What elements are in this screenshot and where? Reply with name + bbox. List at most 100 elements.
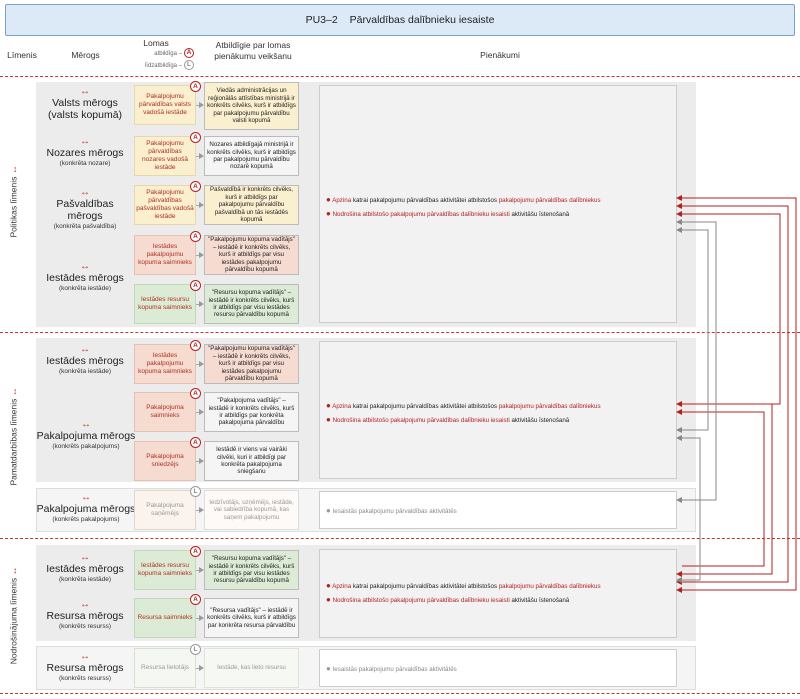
resp-inst-service-core: "Pakalpojumu kopuma vadītājs" – iestādē … xyxy=(204,344,299,384)
duty-participate: ● Iesaistās pakalpojumu pārvaldības akti… xyxy=(326,662,457,676)
feedback-arrow-icon xyxy=(676,203,682,209)
feedback-arrow-icon xyxy=(676,587,682,593)
feedback-arrow-icon xyxy=(676,401,682,407)
scope-arrow-icon: ↔ xyxy=(81,492,91,503)
connector-arrow-icon xyxy=(199,507,204,513)
resp-resource-user: Iestāde, kas lieto resursu xyxy=(204,648,299,688)
scope-service-title: Pakalpojuma mērogs xyxy=(36,430,136,442)
scope-arrow-icon: ↔ xyxy=(80,651,90,662)
feedback-loop-red xyxy=(682,213,781,405)
role-label: Pakalpojuma saimnieks xyxy=(146,403,184,419)
bullet-icon: ● xyxy=(326,581,331,590)
scope-service-sub: (konkrēts pakalpojums) xyxy=(52,443,120,450)
level-support: Nodrošinājuma līmenis ↔ xyxy=(9,563,20,667)
duty-highlight: pakalpojumu pārvaldības dalībniekus xyxy=(498,403,601,410)
scope-arrow-icon: ↔ xyxy=(80,261,90,272)
scope-resource-title: Resursa mērogs xyxy=(46,610,124,622)
separator-core-support xyxy=(0,538,800,539)
duty-text: Iesaistās pakalpojumu pārvaldības aktivi… xyxy=(332,666,457,673)
level-arrow-icon: ↔ xyxy=(8,165,19,175)
duty-highlight: Nodrošina atbilstošo pakalpojumu pārvald… xyxy=(332,597,510,604)
scope-institution-sub: (konkrēta iestāde) xyxy=(58,285,112,292)
roles-legend: atbildīga –A līdzatbildīga –L xyxy=(106,48,194,72)
duty-text: aktivitāšu īstenošanā xyxy=(511,597,570,604)
resp-service-provider: Iestādē ir viens vai vairāki cilvēki, ku… xyxy=(204,441,299,481)
scope-service-recipient: ↔ Pakalpojuma mērogs (konkrēts pakalpoju… xyxy=(36,493,136,525)
responsible-badge-icon: A xyxy=(190,340,201,351)
page-title: PU3–2 Pārvaldības dalībnieku iesaiste xyxy=(5,4,795,36)
feedback-arrow-icon xyxy=(676,211,682,217)
level-core: Pamatdarbības līmenis ↔ xyxy=(9,384,20,488)
bullet-icon: ● xyxy=(326,415,331,424)
duty-highlight: Nodrošina atbilstošo pakalpojumu pārvald… xyxy=(332,211,510,218)
duties-recipient: ● Iesaistās pakalpojumu pārvaldības akti… xyxy=(319,491,677,529)
feedback-arrow-icon xyxy=(676,571,682,577)
connector-arrow-icon xyxy=(199,665,204,671)
coresponsible-badge-icon: L xyxy=(184,60,194,71)
resp-service-recipient: Iedzīvotājs, uzņēmējs, iestāde, vai sabi… xyxy=(204,490,299,530)
role-label: Resursa lietotājs xyxy=(140,663,190,671)
role-label: Iestādes resursu kopuma saimnieks xyxy=(138,295,192,311)
connector-arrow-icon xyxy=(199,153,204,159)
connector-arrow-icon xyxy=(199,567,204,573)
scope-arrow-icon: ↔ xyxy=(80,187,90,198)
responsible-badge-icon: A xyxy=(190,132,201,143)
duties-support: ● Apzina katrai pakalpojumu pārvaldības … xyxy=(319,549,677,638)
scope-institution-sub: (konkrēta iestāde) xyxy=(58,576,112,583)
resp-inst-resource-support: "Resursu kopuma vadītājs" – iestādē ir k… xyxy=(204,550,299,590)
connector-arrow-icon xyxy=(199,102,204,108)
responsible-badge-icon: A xyxy=(190,181,201,192)
duty-identify: ● Apzina katrai pakalpojumu pārvaldības … xyxy=(326,399,601,413)
duties-policy-list: ● Apzina katrai pakalpojumu pārvaldības … xyxy=(326,193,601,221)
resp-text: Iestādē ir viens vai vairāki cilvēki, ku… xyxy=(216,446,287,476)
responsible-badge-icon: A xyxy=(190,280,201,291)
separator-bottom xyxy=(0,693,800,694)
duty-text: katrai pakalpojumu pārvaldības aktivitāt… xyxy=(352,583,497,590)
scope-resource-sub: (konkrēts resurss) xyxy=(58,675,111,682)
duties-core: ● Apzina katrai pakalpojumu pārvaldības … xyxy=(319,341,677,479)
responsible-badge-icon: A xyxy=(190,594,201,605)
duty-text: Iesaistās pakalpojumu pārvaldības aktivi… xyxy=(332,508,457,515)
scope-sector-sub: (konkrēta nozare) xyxy=(59,160,111,167)
duty-highlight: Nodrošina atbilstošo pakalpojumu pārvald… xyxy=(332,417,510,424)
legend-responsible: atbildīga – xyxy=(154,51,182,57)
connector-arrow-icon xyxy=(199,409,204,415)
resp-inst-resource: "Resursu kopuma vadītājs" – iestādē ir k… xyxy=(204,284,299,324)
scope-arrow-icon: ↔ xyxy=(80,344,90,355)
resp-municipality: Pašvaldībā ir konkrēts cilvēks, kurš ir … xyxy=(204,185,299,225)
feedback-loop-grey xyxy=(682,221,717,501)
role-label: Pakalpojumu pārvaldības valsts vadošā ie… xyxy=(138,92,192,117)
duties-policy: ● Apzina katrai pakalpojumu pārvaldības … xyxy=(319,85,677,323)
feedback-arrow-icon xyxy=(676,195,682,201)
role-service-recipient: Pakalpojuma saņēmējs xyxy=(134,490,196,530)
role-inst-service-owner: Iestādes pakalpojumu kopuma saimnieks xyxy=(134,235,196,275)
responsible-badge-icon: A xyxy=(190,437,201,448)
scope-arrow-icon: ↔ xyxy=(80,552,90,563)
responsible-badge-icon: A xyxy=(184,48,194,59)
scope-arrow-icon: ↔ xyxy=(80,136,90,147)
connector-arrow-icon xyxy=(199,252,204,258)
header-responsible: Atbildīgie par lomas pienākumu veikšanu xyxy=(214,40,292,61)
role-sector-authority: Pakalpojumu pārvaldības nozares vadošā i… xyxy=(134,136,196,176)
duty-verb: Apzina xyxy=(332,583,352,590)
role-resource-owner: Resursa saimnieks xyxy=(134,598,196,638)
coresponsible-badge-icon: L xyxy=(190,644,201,655)
scope-institution-core: ↔ Iestādes mērogs (konkrēta iestāde) xyxy=(40,345,130,377)
level-core-label: Pamatdarbības līmenis xyxy=(8,398,19,486)
separator-top xyxy=(0,76,800,77)
level-policy: Politikas līmenis ↔ xyxy=(9,161,20,241)
role-inst-service-owner-core: Iestādes pakalpojumu kopuma saimnieks xyxy=(134,344,196,384)
resp-resource-owner: "Resursa vadītājs" – iestādē ir konkrēts… xyxy=(204,598,299,638)
role-label: Pakalpojumu pārvaldības pašvaldības vado… xyxy=(136,188,194,221)
role-service-provider: Pakalpojuma sniedzējs xyxy=(134,441,196,481)
duty-ensure: ● Nodrošina atbilstošo pakalpojumu pārva… xyxy=(326,207,601,221)
scope-state-sub: (valsts kopumā) xyxy=(47,109,123,121)
bullet-icon: ● xyxy=(326,209,331,218)
feedback-loop-red xyxy=(682,403,773,575)
role-inst-resource-owner: Iestādes resursu kopuma saimnieks xyxy=(134,284,196,324)
level-arrow-icon: ↔ xyxy=(8,566,19,576)
duty-text: katrai pakalpojumu pārvaldības aktivitāt… xyxy=(352,403,497,410)
resp-text: "Resursu kopuma vadītājs" – iestādē ir k… xyxy=(208,289,295,319)
coresponsible-badge-icon: L xyxy=(190,486,201,497)
scope-institution-sub: (konkrēta iestāde) xyxy=(58,368,112,375)
